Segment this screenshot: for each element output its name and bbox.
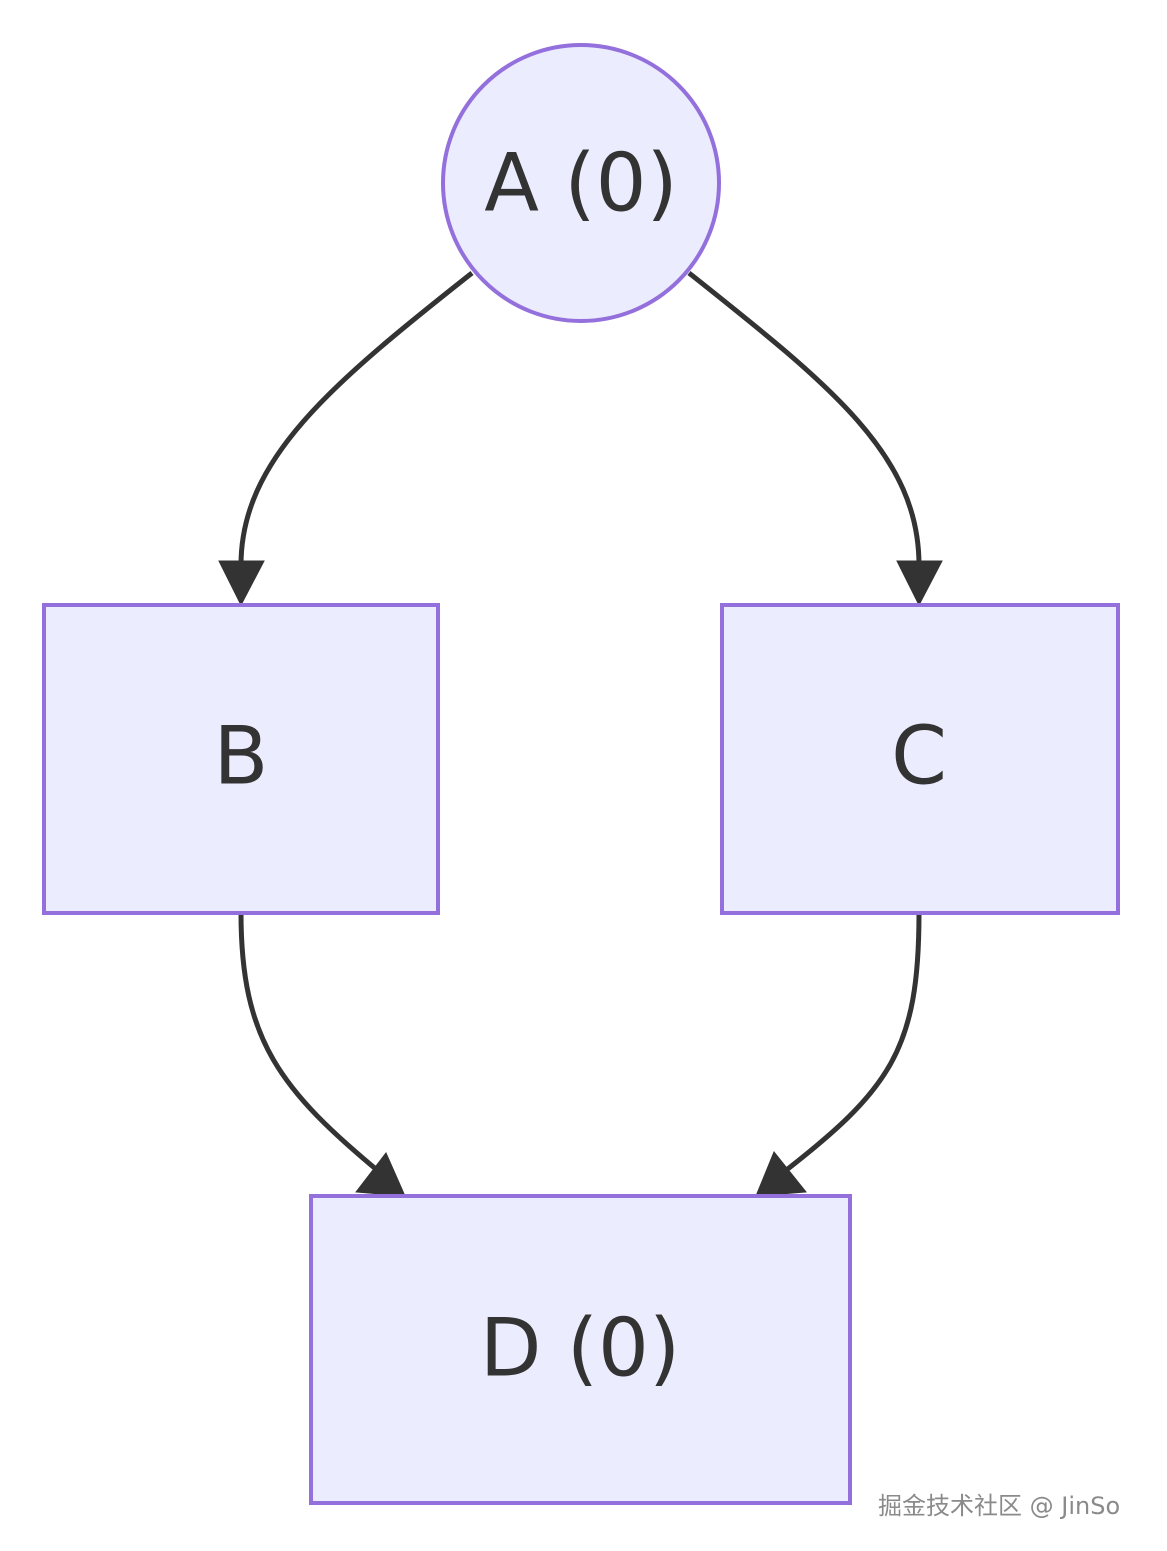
node-d-shape — [309, 1194, 852, 1505]
edges — [218, 271, 943, 1197]
edge-a-to-b — [238, 271, 474, 566]
node-c: C — [720, 603, 1120, 915]
node-b-label: B — [214, 710, 269, 803]
edge-c-to-d — [778, 912, 922, 1177]
node-a-shape — [441, 43, 721, 323]
node-c-label: C — [891, 710, 947, 803]
edge-a-to-c — [687, 271, 922, 566]
watermark-text: 掘金技术社区 @ JinSo — [878, 1492, 1121, 1520]
node-a-label: A (0) — [484, 137, 677, 230]
node-b: B — [42, 603, 440, 915]
edge-b-to-d — [238, 912, 385, 1177]
node-d-label: D (0) — [480, 1302, 680, 1395]
node-c-shape — [720, 603, 1120, 915]
node-b-shape — [42, 603, 440, 915]
edge-a-to-c-arrowhead — [896, 560, 943, 607]
node-a: A (0) — [441, 43, 721, 323]
edge-a-to-b-arrowhead — [218, 560, 265, 607]
node-d: D (0) — [309, 1194, 852, 1505]
